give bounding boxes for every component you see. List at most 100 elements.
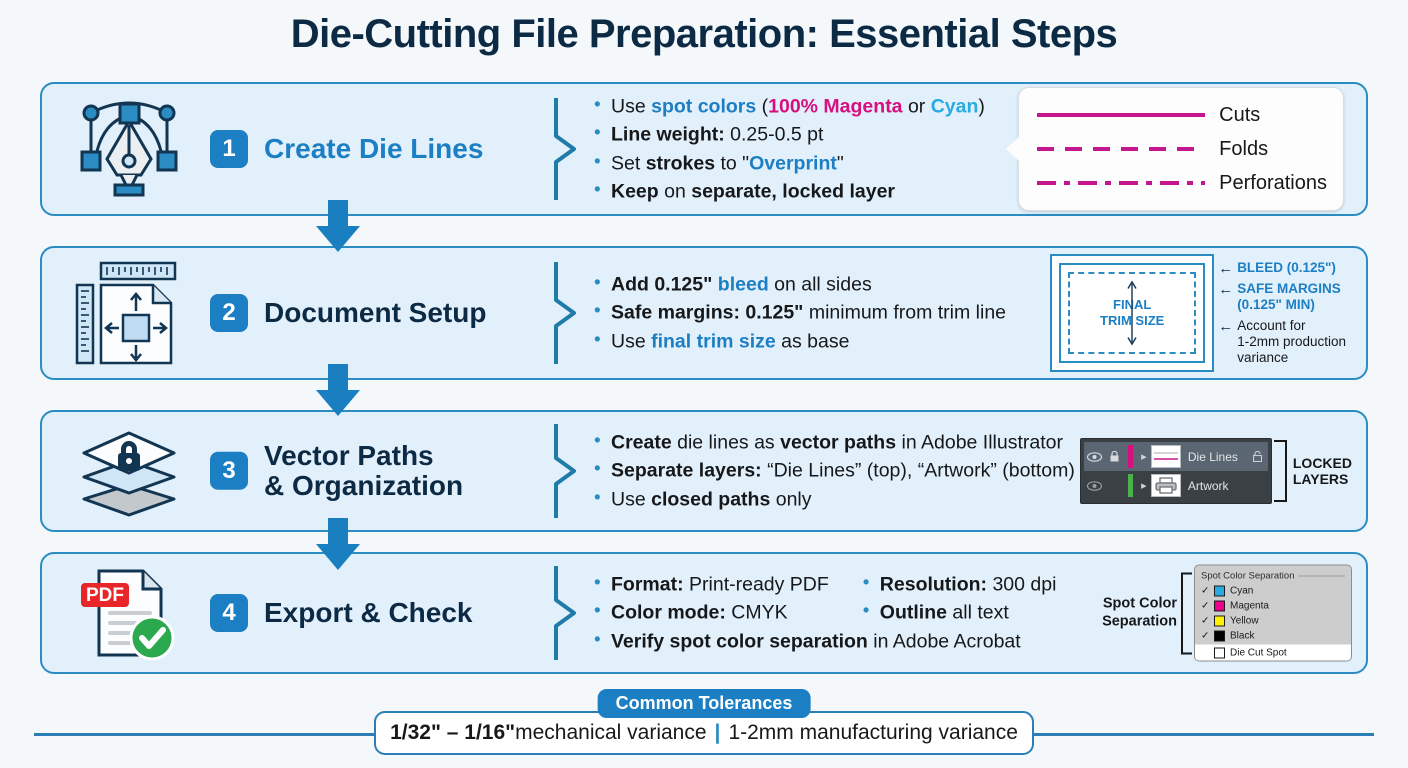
bullet-item: Add 0.125" bleed on all sides [594, 270, 1006, 299]
locked-layers-bracket [1273, 440, 1287, 502]
chevron-bracket-icon-2 [554, 262, 576, 364]
bullet-item: Use final trim size as base [594, 326, 1006, 355]
arrow-left-icon: ← [1218, 259, 1234, 277]
chevron-right-icon[interactable]: ▸ [1141, 451, 1147, 463]
step-4-bullets: Format: Print-ready PDFColor mode: CMYK … [594, 570, 1057, 656]
color-swatch [1214, 615, 1225, 627]
step-2-bullets: Add 0.125" bleed on all sidesSafe margin… [594, 270, 1006, 356]
safe-margin-box: FINAL TRIM SIZE [1068, 272, 1197, 354]
bleed-trim-diagram: FINAL TRIM SIZE ← BLEED (0.125") ← SAFE … [1050, 254, 1346, 372]
step-box-1: 1 Create Die Lines Use spot colors (100%… [40, 82, 1368, 216]
pen-tool-icon [70, 97, 188, 201]
lock-icon[interactable] [1106, 451, 1124, 462]
spot-panel-title: Spot Color Separation [1201, 570, 1295, 582]
check-icon: ✓ [1201, 600, 1210, 612]
tolerance-separator: | [714, 721, 721, 744]
layer-name: Die Lines [1187, 449, 1238, 464]
step-1-bullets: Use spot colors (100% Magenta or Cyan)Li… [594, 91, 985, 205]
layers-panel-mock: ▸ Die Lines ▸ [1079, 438, 1352, 504]
spot-color-separation-mock: Spot Color Separation Spot Color Separat… [1102, 564, 1352, 662]
bullet-item: Use closed paths only [594, 484, 1075, 513]
step-title-2: Document Setup [264, 296, 487, 328]
bullet-item: Use spot colors (100% Magenta or Cyan) [594, 91, 985, 120]
eye-icon[interactable] [1084, 480, 1106, 491]
safe-margin-note: SAFE MARGINS (0.125" MIN) [1237, 281, 1341, 313]
spot-row-label: Magenta [1230, 600, 1269, 612]
flow-arrow-icon-2 [310, 364, 366, 420]
step-title-1: Create Die Lines [264, 132, 484, 164]
bullet-item: Outline all text [863, 598, 1057, 627]
tolerance-left-bold: 1/32" – 1/16" [390, 721, 516, 744]
folds-line-sample [1037, 147, 1206, 151]
bullet-item: Keep on separate, locked layer [594, 176, 985, 205]
arrow-left-icon: ← [1218, 317, 1234, 335]
svg-text:PDF: PDF [86, 585, 124, 606]
eye-icon[interactable] [1084, 451, 1106, 462]
layer-color-bar [1127, 445, 1133, 468]
spot-row-cyan[interactable]: ✓ Cyan [1201, 584, 1345, 599]
spot-row-label: Die Cut Spot [1230, 647, 1287, 658]
bullet-item: Color mode: CMYK [594, 598, 829, 627]
step-4-bullet-columns: Format: Print-ready PDFColor mode: CMYK … [594, 570, 1057, 628]
cuts-line-sample [1037, 113, 1206, 117]
step-4-bullets-col2: Resolution: 300 dpiOutline all text [863, 570, 1057, 628]
layer-name: Artwork [1187, 478, 1229, 493]
layers-panel: ▸ Die Lines ▸ [1079, 438, 1272, 504]
spot-row-yellow[interactable]: ✓ Yellow [1201, 614, 1345, 629]
divider [1298, 575, 1345, 577]
bullet-item: Resolution: 300 dpi [863, 570, 1057, 599]
layer-row-die-lines[interactable]: ▸ Die Lines [1083, 442, 1268, 471]
legend-label: Folds [1219, 137, 1269, 160]
variance-note: Account for 1-2mm production variance [1237, 317, 1346, 365]
perforations-line-sample [1037, 181, 1206, 185]
step-4-heading: 4 Export & Check [210, 594, 473, 632]
color-swatch [1214, 585, 1225, 597]
arrow-left-icon: ← [1218, 281, 1234, 299]
bleed-note: BLEED (0.125") [1237, 259, 1336, 275]
bullet-item: Safe margins: 0.125" minimum from trim l… [594, 298, 1006, 327]
tolerance-rule-left [34, 733, 374, 736]
step-4-bullets-full: Verify spot color separation in Adobe Ac… [594, 626, 1056, 655]
step-title-4: Export & Check [264, 596, 473, 628]
die-line-thumb [1150, 445, 1181, 468]
document-ruler-icon [70, 261, 188, 365]
bullet-item: Create die lines as vector paths in Adob… [594, 428, 1075, 457]
step-4-bullets-col1: Format: Print-ready PDFColor mode: CMYK [594, 570, 829, 628]
spot-panel-title-row: Spot Color Separation [1201, 571, 1345, 582]
spot-row-magenta[interactable]: ✓ Magenta [1201, 599, 1345, 614]
color-swatch [1214, 647, 1225, 658]
locked-layers-icon [70, 419, 188, 523]
layer-color-bar [1127, 474, 1133, 497]
legend-label: Perforations [1219, 171, 1327, 194]
bleed-box: FINAL TRIM SIZE [1050, 254, 1215, 372]
pdf-check-icon: PDF [70, 561, 188, 665]
spot-row-label: Black [1230, 630, 1255, 642]
legend-item: Cuts [1037, 98, 1327, 132]
check-icon: ✓ [1201, 585, 1210, 597]
layer-lock-toggle-icon[interactable] [1248, 451, 1268, 462]
step-box-2: 2 Document Setup Add 0.125" bleed on all… [40, 246, 1368, 380]
step-box-3: 3 Vector Paths & Organization Create die… [40, 410, 1368, 532]
tolerances-badge: Common Tolerances [597, 689, 811, 718]
color-swatch [1214, 600, 1225, 612]
step-number-badge-2: 2 [210, 294, 248, 332]
color-swatch [1214, 630, 1225, 642]
chevron-right-icon[interactable]: ▸ [1141, 480, 1147, 492]
page-title: Die-Cutting File Preparation: Essential … [290, 12, 1118, 56]
step-2-heading: 2 Document Setup [210, 294, 486, 332]
bullet-item: Line weight: 0.25-0.5 pt [594, 120, 985, 149]
layer-row-artwork[interactable]: ▸ Artwork [1084, 471, 1268, 500]
step-title-3: Vector Paths & Organization [264, 439, 464, 501]
check-icon: ✓ [1201, 630, 1210, 642]
tolerance-rule-right [1034, 733, 1374, 736]
flow-arrow-icon-3 [310, 518, 366, 574]
spot-row-black[interactable]: ✓ Black [1201, 629, 1345, 644]
spot-row-die-cut-spot[interactable]: Die Cut Spot [1195, 644, 1351, 661]
step-box-4: PDF 4 Export & Check Format: Print-ready… [40, 552, 1368, 674]
legend-label: Cuts [1219, 103, 1261, 126]
tolerance-right: 1-2mm manufacturing variance [728, 721, 1018, 744]
step-1-heading: 1 Create Die Lines [210, 130, 483, 168]
trim-note: ← Account for 1-2mm production variance [1218, 318, 1346, 367]
spot-color-panel: Spot Color Separation ✓ Cyan ✓ Magenta ✓… [1194, 564, 1352, 662]
